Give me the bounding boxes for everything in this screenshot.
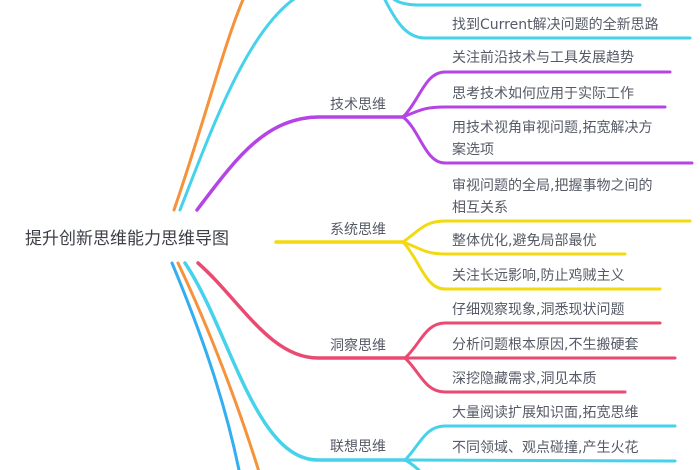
leaf-tech-2-line2[interactable]: 案选项 <box>452 142 494 158</box>
leaf-tech-2-line1[interactable]: 用技术视角审视问题,拓宽解决方 <box>452 120 653 136</box>
leaf-association-0[interactable]: 大量阅读扩展知识面,拓宽思维 <box>452 405 639 421</box>
leaf-tech-0[interactable]: 关注前沿技术与工具发展趋势 <box>452 50 634 66</box>
branch-node-tech[interactable]: 技术思维 <box>330 97 386 113</box>
leaf-top-partial-0[interactable]: 找到Current解决问题的全新思路 <box>452 17 659 33</box>
leaf-association-1[interactable]: 不同领域、观点碰撞,产生火花 <box>452 440 639 456</box>
leaf-tech-1[interactable]: 思考技术如何应用于实际工作 <box>452 86 634 102</box>
leaf-insight-0[interactable]: 仔细观察现象,洞悉现状问题 <box>452 302 625 318</box>
branch-link-association <box>183 261 407 462</box>
leaf-system-1[interactable]: 整体优化,避免局部最优 <box>452 233 597 249</box>
branch-node-insight[interactable]: 洞察思维 <box>330 338 386 354</box>
leaf-link-system-0 <box>401 219 692 244</box>
leaf-link-system-2 <box>401 240 662 291</box>
leaf-insight-2[interactable]: 深挖隐藏需求,洞见本质 <box>452 371 597 387</box>
leaf-link-tech-1 <box>401 105 667 119</box>
leaf-link-association-0 <box>403 424 677 462</box>
leaf-link-cyan-top-0 <box>392 0 642 7</box>
branch-node-association[interactable]: 联想思维 <box>330 439 386 455</box>
branch-node-system[interactable]: 系统思维 <box>330 222 386 238</box>
leaf-link-system-1 <box>401 240 627 256</box>
leaf-system-0-line2[interactable]: 相互关系 <box>452 200 508 216</box>
branch-link-orange-bottom <box>176 261 261 470</box>
leaf-system-2[interactable]: 关注长远影响,防止鸡贼主义 <box>452 268 625 284</box>
leaf-link-association-1 <box>403 458 677 463</box>
root-node-title[interactable]: 提升创新思维能力思维导图 <box>25 229 229 249</box>
leaf-link-tech-2 <box>401 115 694 165</box>
branch-link-orange-top <box>172 0 245 212</box>
leaf-link-insight-0 <box>403 321 662 360</box>
leaf-link-tech-0 <box>401 70 672 119</box>
leaf-system-0-line1[interactable]: 审视问题的全局,把握事物之间的 <box>452 178 653 194</box>
leaf-link-insight-2 <box>403 356 627 394</box>
branch-link-insight <box>196 261 407 360</box>
branch-link-tech <box>195 115 405 212</box>
branch-link-blue-bottom <box>170 261 241 470</box>
branch-link-cyan-top <box>178 0 296 212</box>
leaf-link-association-2 <box>403 458 421 470</box>
leaf-insight-1[interactable]: 分析问题根本原因,不生搬硬套 <box>452 337 639 353</box>
leaf-link-cyan-top-1 <box>383 0 692 40</box>
